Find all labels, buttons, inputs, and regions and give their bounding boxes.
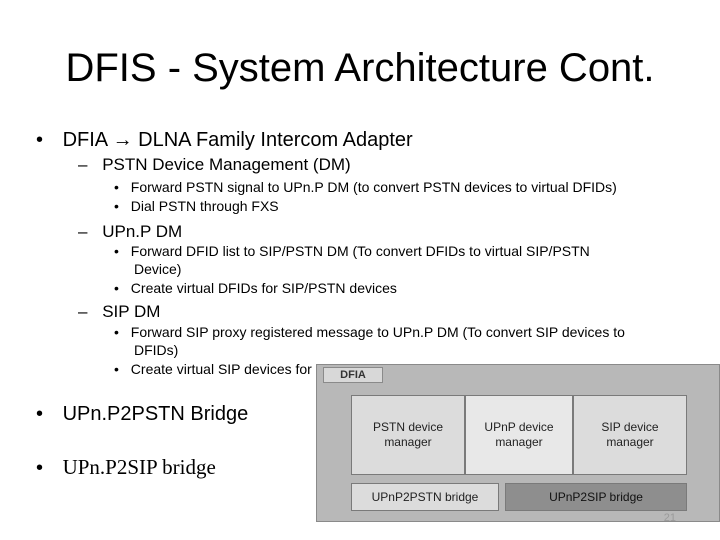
page-number: 21 [663,512,676,524]
bullet-dot-icon: • [114,179,119,195]
dash-icon: – [78,222,88,241]
bullet-dot-icon: • [36,457,44,479]
dash-icon: – [78,155,88,174]
slide-title: DFIS - System Architecture Cont. [65,46,655,90]
upnp2pstn-bridge-box: UPnP2PSTN bridge [351,483,499,511]
sip-dm-label: SIP DM [102,302,161,321]
bullet-dot-icon: • [114,243,119,259]
pstn-dm-item-text: Forward PSTN signal to UPn.P DM (to conv… [130,179,617,195]
upnp2sip-label: UPn.P2SIP bridge [62,455,216,479]
sip-device-manager-box: SIP device manager [573,395,687,475]
upnp2sip-bridge-box: UPnP2SIP bridge [505,483,687,511]
pstn-dm-item: • Dial PSTN through FXS [114,198,279,215]
sub-bullet-pstn-dm: – PSTN Device Management (DM) [78,154,351,175]
pstn-manager-line: PSTN device [372,420,444,434]
upnp-manager-line: manager [495,435,543,449]
sip-dm-item-continued: DFIDs) [134,342,179,358]
bullet-upnp2pstn: • UPn.P2PSTN Bridge [36,402,248,426]
sip-dm-item-text: Create virtual SIP devices for DFID [130,361,349,377]
sub-bullet-upnp-dm: – UPn.P DM [78,221,182,242]
bullet-dot-icon: • [114,280,119,296]
sip-dm-item-text: Forward SIP proxy registered message to … [130,324,625,340]
pstn-dm-item: • Forward PSTN signal to UPn.P DM (to co… [114,179,617,196]
upnp2sip-bridge-label: UPnP2SIP bridge [549,489,643,504]
bullet-upnp2sip: • UPn.P2SIP bridge [36,455,216,480]
upnp-device-manager-box: UPnP device manager [465,395,573,475]
bullet-dot-icon: • [114,361,119,377]
pstn-dm-label: PSTN Device Management (DM) [102,155,351,174]
pstn-manager-line: manager [384,435,432,449]
upnp-dm-item-text: Create virtual DFIDs for SIP/PSTN device… [130,280,397,296]
upnp-dm-item: • Forward DFID list to SIP/PSTN DM (To c… [114,243,590,260]
upnp-dm-item-text: Forward DFID list to SIP/PSTN DM (To con… [130,243,590,259]
dfia-description: DLNA Family Intercom Adapter [138,129,413,151]
sip-manager-line: manager [606,435,654,449]
bullet-dot-icon: • [36,403,44,425]
upnp-dm-label: UPn.P DM [102,222,183,241]
bullet-dot-icon: • [114,198,119,214]
upnp2pstn-label: UPn.P2PSTN Bridge [62,403,249,425]
upnp-manager-line: UPnP device [484,420,554,434]
sub-bullet-sip-dm: – SIP DM [78,301,160,322]
sip-manager-line: SIP device [601,420,659,434]
upnp-dm-item: • Create virtual DFIDs for SIP/PSTN devi… [114,280,397,297]
dfia-prefix: DFIA [62,129,108,151]
upnp-dm-item-continued: Device) [134,261,182,277]
dash-icon: – [78,302,88,321]
sip-dm-item: • Create virtual SIP devices for DFID [114,361,348,378]
pstn-device-manager-box: PSTN device manager [351,395,465,475]
bullet-dot-icon: • [114,324,119,340]
right-arrow-icon: → [112,129,133,151]
upnp2pstn-bridge-label: UPnP2PSTN bridge [371,489,479,504]
sip-dm-item: • Forward SIP proxy registered message t… [114,324,625,341]
pstn-dm-item-text: Dial PSTN through FXS [130,198,279,214]
bullet-dot-icon: • [36,129,44,151]
diagram-tab-dfia: DFIA [323,367,383,383]
dfia-architecture-diagram: DFIA PSTN device manager UPnP device man… [316,364,720,522]
bullet-dfia: • DFIA → DLNA Family Intercom Adapter [36,128,413,152]
